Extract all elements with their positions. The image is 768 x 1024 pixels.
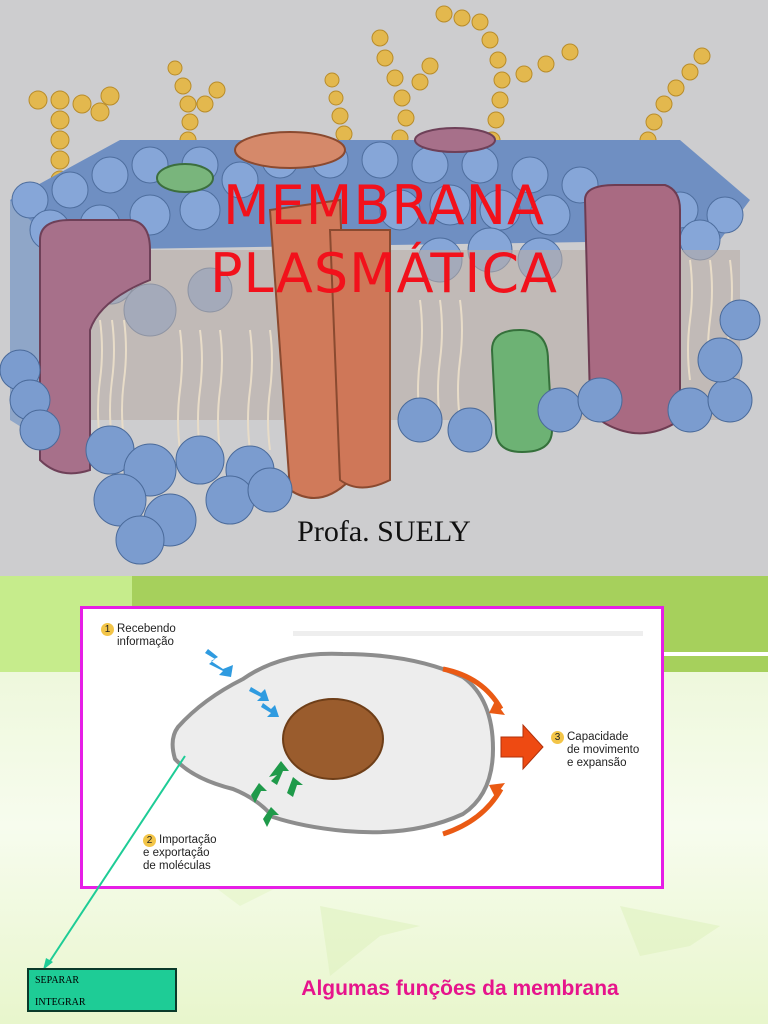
slide-title: MEMBRANA PLASMÁTICA: [110, 172, 658, 308]
box-line-2: INTEGRAR: [35, 997, 86, 1008]
separate-integrate-box: SEPARAR INTEGRAR: [27, 968, 177, 1012]
title-line-1: MEMBRANA: [223, 174, 545, 237]
number-badge-2: 2: [143, 834, 156, 847]
transport-arrows-icon: [251, 761, 303, 827]
author-name: Profa. SUELY: [297, 515, 471, 548]
title-line-2: PLASMÁTICA: [209, 242, 558, 305]
nucleus: [282, 698, 384, 780]
signal-arrows-icon: [205, 649, 279, 717]
number-badge-3: 3: [551, 731, 564, 744]
lower-movement-arrow: [442, 787, 504, 837]
slide-caption: Algumas funções da membrana: [301, 977, 619, 1000]
title-slide: MEMBRANA PLASMÁTICA Profa. SUELY: [0, 0, 768, 576]
upper-movement-arrow: [442, 666, 504, 711]
header-stripe: [640, 652, 768, 656]
cell-illustration: [170, 631, 643, 837]
expansion-arrow-icon: [500, 723, 544, 771]
number-badge-1: 1: [101, 623, 114, 636]
membrane-illustration: [0, 5, 761, 565]
box-line-1: SEPARAR: [35, 975, 80, 986]
